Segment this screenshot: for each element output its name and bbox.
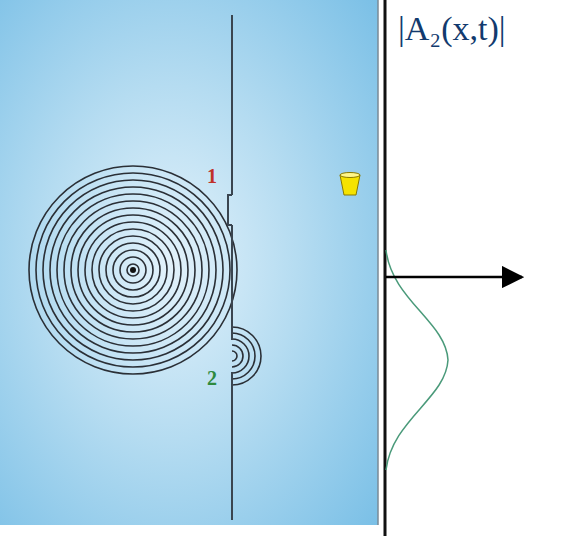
screen	[384, 0, 387, 536]
wave-source	[130, 267, 136, 273]
wave-front	[232, 333, 255, 379]
barrier	[228, 15, 232, 520]
wave-front	[113, 250, 153, 290]
wave-front	[92, 229, 174, 311]
slit-number: 1	[207, 166, 217, 186]
wave-front	[99, 236, 167, 304]
wave-front	[85, 222, 181, 318]
wave-front	[57, 194, 209, 346]
wave-front	[127, 264, 139, 276]
wave-front	[232, 327, 261, 385]
wave-front	[64, 201, 202, 339]
wave-front	[43, 180, 223, 360]
source-waves	[29, 166, 237, 374]
wave-front	[120, 257, 146, 283]
wave-front	[36, 173, 230, 367]
wave-front	[50, 187, 216, 353]
wave-front	[78, 215, 188, 325]
amplitude-label: |A₂(x,t)|	[398, 12, 506, 46]
x-axis-arrow	[386, 276, 522, 279]
intensity-curve	[386, 250, 448, 470]
wave-front	[29, 166, 237, 374]
water-tank	[0, 0, 378, 525]
wave-front	[71, 208, 195, 332]
detector-cup	[340, 173, 360, 196]
tank-edge	[377, 0, 379, 525]
wave-front	[232, 339, 249, 373]
wave-front	[106, 243, 160, 297]
slit-waves	[232, 327, 261, 385]
slit-number: 2	[207, 368, 217, 388]
wave-front	[232, 345, 243, 367]
wave-front	[232, 351, 237, 361]
